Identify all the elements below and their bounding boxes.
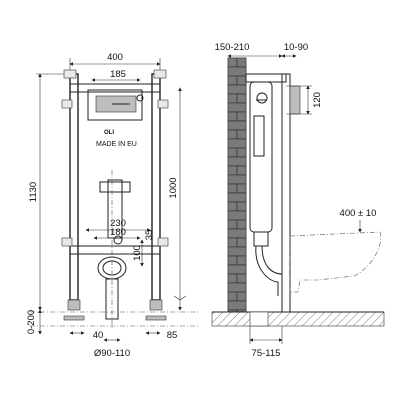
brick [236, 255, 247, 266]
dim-wall-depth-label: 150-210 [215, 42, 250, 53]
dim-height-total: 1130 [28, 73, 64, 311]
brick [236, 201, 247, 212]
dim-height-outlet: 1000 [168, 87, 187, 311]
brick [236, 111, 247, 122]
front-view: 400 185 [26, 52, 200, 359]
dim-height-total-label: 1130 [28, 182, 39, 202]
brick [227, 174, 247, 185]
dim-40-label: 40 [93, 330, 104, 341]
brick [227, 264, 247, 275]
brick [236, 75, 247, 86]
dim-100-35: 100 35 [132, 230, 155, 267]
brick [227, 147, 238, 158]
brick [227, 129, 238, 140]
dim-foot-adjust-label: 0-200 [26, 310, 37, 334]
dim-width-total-label: 400 [107, 52, 123, 63]
brick [236, 93, 247, 104]
brick [227, 120, 247, 131]
dim-35-label: 35 [144, 230, 155, 241]
dim-bolt-outer-label: 230 [110, 218, 126, 229]
brick [227, 75, 238, 86]
dim-outlet-offset-label: 75-115 [252, 348, 281, 359]
brand-logo: OLI [104, 130, 114, 136]
flush-plate-opening [87, 89, 144, 121]
dim-frame-offset: 10-90 [281, 42, 308, 58]
brick [227, 282, 247, 293]
brick [227, 57, 238, 68]
floor-side [211, 311, 385, 327]
dim-100-label: 100 [132, 245, 143, 261]
brick [227, 228, 247, 239]
brick [227, 291, 238, 302]
brick [227, 201, 238, 212]
dim-outlet-offset: 75-115 [249, 326, 283, 359]
brick [227, 192, 247, 203]
brick [227, 84, 247, 95]
frame-side [245, 73, 291, 313]
frame-feet [63, 299, 167, 321]
dim-bolt-inner-label: 180 [110, 227, 126, 238]
toilet-bowl: 400 ± 10 [289, 208, 382, 293]
dim-width-plate: 185 [91, 69, 141, 82]
brick [236, 183, 247, 194]
dim-frame-offset-label: 10-90 [284, 42, 308, 53]
drain-outlet [97, 170, 127, 330]
dim-width-plate-label: 185 [110, 69, 126, 80]
top-connector: 120 [286, 85, 323, 115]
brick [227, 102, 247, 113]
brick [236, 57, 247, 68]
brick [236, 237, 247, 248]
brick [227, 111, 238, 122]
brick [236, 291, 247, 302]
dim-bottom: 40 85 [69, 330, 178, 341]
made-in-label: MADE IN EU [96, 141, 137, 148]
brick [236, 165, 247, 176]
brick [227, 255, 238, 266]
brick [227, 156, 247, 167]
dim-height-outlet-label: 1000 [168, 177, 179, 198]
brick [227, 300, 247, 311]
brick [227, 165, 238, 176]
brick [236, 129, 247, 140]
brick [227, 138, 247, 149]
brick [236, 219, 247, 230]
brick [227, 66, 247, 77]
brick [227, 210, 247, 221]
brick [227, 273, 238, 284]
brick-wall [227, 57, 247, 313]
dim-pipe-diameter-label: Ø90-110 [94, 348, 130, 359]
brick [227, 183, 238, 194]
brick [236, 147, 247, 158]
brick [227, 246, 247, 257]
brick [227, 219, 238, 230]
brick [236, 273, 247, 284]
dim-foot-adjust: 0-200 [26, 309, 42, 335]
side-view: 150-210 10-90 [211, 42, 385, 359]
dim-120-label: 120 [312, 92, 323, 108]
dim-85-label: 85 [167, 330, 178, 341]
dim-wall-depth: 150-210 [215, 42, 283, 58]
dim-pipe-diameter: Ø90-110 [94, 338, 130, 359]
brick [227, 93, 238, 104]
brick [227, 237, 238, 248]
dim-bowl-height-label: 400 ± 10 [340, 208, 377, 219]
dim-bolt-spacing: 230 180 [85, 218, 151, 245]
